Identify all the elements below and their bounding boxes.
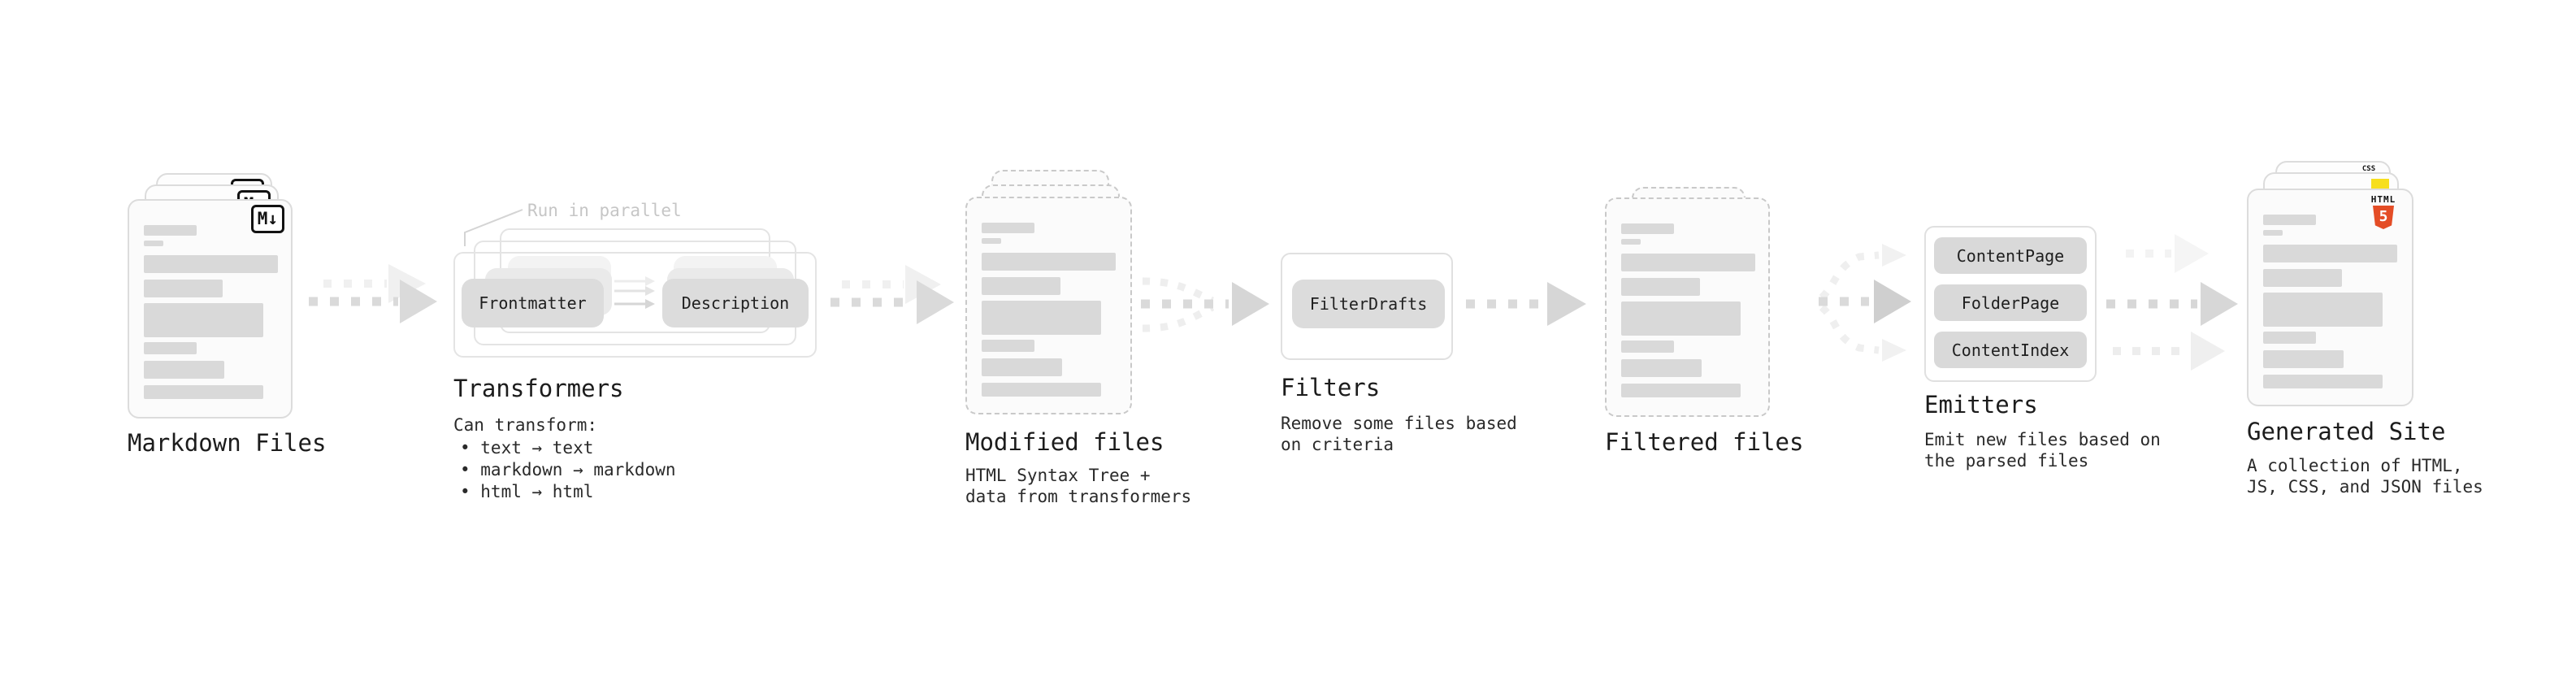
document-text-placeholder xyxy=(2263,215,2397,388)
text-line-placeholder xyxy=(982,223,1034,233)
list-item: • markdown → markdown xyxy=(460,460,676,479)
html5-icon-shield: 5 xyxy=(2373,206,2394,229)
description-line: data from transformers xyxy=(965,487,1192,506)
html5-icon: HTML 5 xyxy=(2365,195,2402,229)
node-label-emitters: Emitters xyxy=(1924,391,2038,419)
filter-pill-filterdrafts: FilterDrafts xyxy=(1292,280,1445,328)
text-line-placeholder xyxy=(2263,245,2397,262)
node-label-modified-files: Modified files xyxy=(965,428,1164,456)
text-line-placeholder xyxy=(982,358,1062,376)
html5-icon-word: HTML xyxy=(2370,194,2396,205)
description-line: Emit new files based on xyxy=(1924,430,2161,449)
transformers-capability-list: • text → text • markdown → markdown • ht… xyxy=(460,437,676,503)
text-line-placeholder xyxy=(1621,359,1702,377)
text-line-placeholder xyxy=(982,383,1101,397)
description-line: HTML Syntax Tree + xyxy=(965,466,1151,485)
node-label-filters: Filters xyxy=(1281,374,1381,401)
description-line: A collection of HTML, xyxy=(2247,456,2463,475)
text-line-placeholder xyxy=(1621,384,1741,397)
emitter-pill-folderpage: FolderPage xyxy=(1934,284,2087,321)
text-line-placeholder xyxy=(2263,332,2316,344)
description-line: the parsed files xyxy=(1924,451,2089,471)
document-text-placeholder xyxy=(982,223,1116,397)
text-line-placeholder xyxy=(2263,350,2344,368)
node-label-transformers: Transformers xyxy=(453,375,624,402)
arrow-filters-to-filtered-files xyxy=(1466,282,1586,326)
generated-site-card: HTML 5 xyxy=(2247,189,2413,406)
filtered-file-card xyxy=(1605,197,1770,417)
arrow-emitters-to-generated-site xyxy=(2106,234,2238,371)
description-line: JS, CSS, and JSON files xyxy=(2247,477,2483,497)
arrow-transformers-to-modified-files xyxy=(830,265,954,324)
node-description-transformers: Can transform: xyxy=(453,415,598,435)
list-item: • html → html xyxy=(460,482,594,501)
description-line: on criteria xyxy=(1281,435,1394,454)
node-label-generated-site: Generated Site xyxy=(2247,418,2446,445)
text-line-placeholder xyxy=(1621,254,1755,271)
text-line-placeholder xyxy=(1621,340,1674,353)
node-description-emitters: Emit new files based on the parsed files xyxy=(1924,429,2161,471)
node-description-filters: Remove some files based on criteria xyxy=(1281,413,1517,455)
markdown-icon: M↓ xyxy=(250,205,284,233)
modified-file-card xyxy=(965,197,1132,414)
arrow-markdown-to-transformers xyxy=(309,264,437,323)
text-line-placeholder xyxy=(982,253,1116,271)
arrow-modified-files-to-filters-merge xyxy=(1141,277,1269,332)
text-line-placeholder xyxy=(144,255,278,273)
node-description-generated-site: A collection of HTML, JS, CSS, and JSON … xyxy=(2247,455,2483,497)
transformer-pill-frontmatter: Frontmatter xyxy=(462,279,604,327)
text-line-placeholder xyxy=(982,238,1001,244)
node-label-filtered-files: Filtered files xyxy=(1605,428,1804,456)
text-line-placeholder xyxy=(2263,269,2342,287)
text-line-placeholder xyxy=(144,342,197,354)
emitter-pill-contentindex: ContentIndex xyxy=(1934,332,2087,368)
node-description-modified-files: HTML Syntax Tree + data from transformer… xyxy=(965,465,1191,507)
document-text-placeholder xyxy=(144,225,278,399)
run-in-parallel-annotation: Run in parallel xyxy=(527,201,682,220)
text-line-placeholder xyxy=(144,241,163,246)
text-line-placeholder xyxy=(2263,375,2383,388)
text-line-placeholder xyxy=(2263,230,2283,236)
transformers-group-outline-front xyxy=(453,252,817,358)
text-line-placeholder xyxy=(1621,223,1674,234)
text-line-placeholder xyxy=(1621,278,1700,296)
node-label-markdown-files: Markdown Files xyxy=(128,429,327,457)
description-line: Remove some files based xyxy=(1281,414,1517,433)
css-icon-word: CSS xyxy=(2361,165,2376,173)
transformer-pill-description: Description xyxy=(662,279,809,327)
text-line-placeholder xyxy=(144,225,197,236)
markdown-file-card: M↓ xyxy=(128,199,293,419)
text-line-placeholder xyxy=(1621,239,1641,245)
list-item: • text → text xyxy=(460,438,594,458)
text-line-placeholder xyxy=(144,280,223,297)
emitter-pill-contentpage: ContentPage xyxy=(1934,237,2087,274)
text-line-placeholder xyxy=(144,303,263,337)
text-line-placeholder xyxy=(982,340,1034,352)
text-line-placeholder xyxy=(982,277,1060,295)
text-line-placeholder xyxy=(2263,293,2383,327)
text-line-placeholder xyxy=(1621,301,1741,336)
text-line-placeholder xyxy=(982,301,1101,335)
arrow-filtered-files-to-emitters-fork xyxy=(1819,244,1911,362)
text-line-placeholder xyxy=(144,361,224,379)
document-text-placeholder xyxy=(1621,223,1755,397)
text-line-placeholder xyxy=(2263,215,2316,225)
text-line-placeholder xyxy=(144,385,263,399)
